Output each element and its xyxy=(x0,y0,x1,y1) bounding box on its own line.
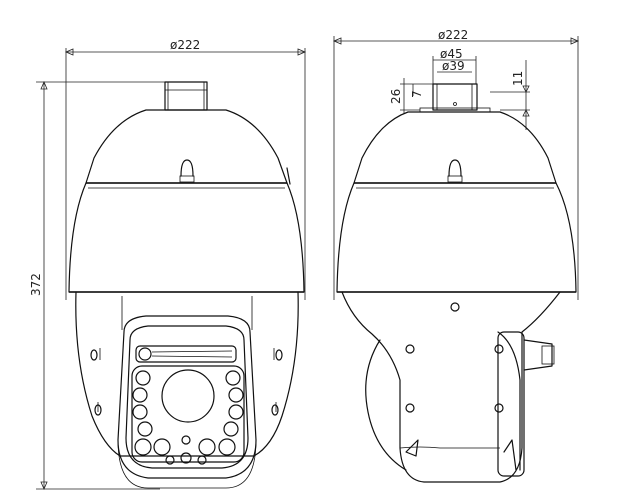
height-dimension: 372 xyxy=(29,80,165,491)
side-view: ø222 ø45 ø39 26 7 11 xyxy=(332,28,580,483)
side-dome xyxy=(336,111,577,293)
side-head xyxy=(341,291,561,483)
side-width-label: ø222 xyxy=(438,28,468,42)
front-view: ø222 372 xyxy=(29,38,307,491)
mount-top-label: 11 xyxy=(511,71,525,86)
mount-step-label: 7 xyxy=(410,90,424,98)
mount-outer-label: ø45 xyxy=(440,47,463,61)
side-width-dimension: ø222 xyxy=(332,28,580,300)
front-width-label: ø222 xyxy=(170,38,200,52)
front-dome xyxy=(68,109,305,293)
front-mount xyxy=(164,81,208,111)
height-label: 372 xyxy=(29,273,43,296)
front-width-dimension: ø222 xyxy=(64,38,307,300)
mount-dimensions: ø45 ø39 26 7 11 xyxy=(389,47,530,130)
mount-height-label: 26 xyxy=(389,89,403,104)
front-head xyxy=(75,291,299,489)
mount-inner-label: ø39 xyxy=(442,59,465,73)
side-mount xyxy=(419,83,491,113)
